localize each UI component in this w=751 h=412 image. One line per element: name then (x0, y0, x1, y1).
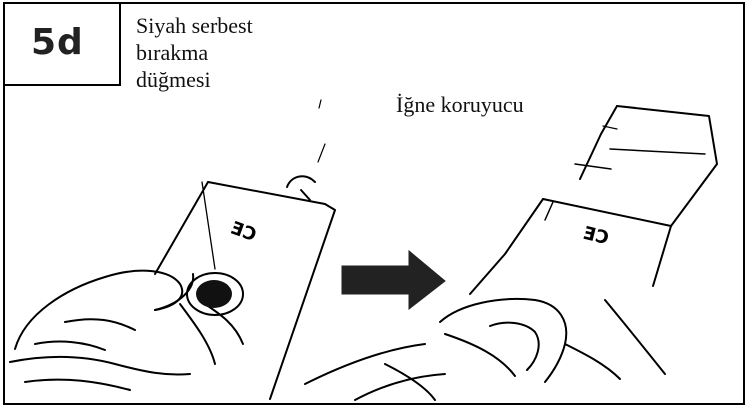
finger-line-right-1 (445, 334, 515, 376)
right-arrow-icon (342, 251, 445, 309)
finger-line-3 (35, 342, 105, 350)
thumb-crease (65, 319, 135, 330)
finger-line-right-2 (305, 344, 425, 384)
release-button-pointer (202, 182, 215, 269)
needle-guard-band-2 (575, 164, 611, 169)
injector-before (10, 100, 335, 399)
pen-cap-detail (301, 190, 310, 200)
pen-body-right-join (545, 202, 553, 220)
thumb-nail-right (490, 323, 539, 370)
pen-body-right-left-edge (470, 199, 543, 294)
pen-body-left-edge (155, 182, 208, 274)
pen-cap-top (287, 176, 315, 187)
instruction-panel: 5d Siyah serbest bırakma düğmesi İğne ko… (3, 2, 745, 405)
hand-palm-line (180, 304, 215, 364)
needle-guard-outline (617, 106, 717, 226)
finger-line-1 (10, 357, 190, 375)
needle-mark-2 (318, 144, 325, 162)
needle-guard-band-1 (610, 149, 705, 154)
finger-line-2 (25, 380, 130, 390)
injector-illustration: CE (5, 4, 743, 403)
release-button-icon (187, 273, 243, 315)
thumb-outline-right (440, 299, 566, 382)
hand-side-right (605, 300, 665, 374)
injector-after (305, 106, 717, 400)
needle-guard-left-edge (580, 106, 617, 179)
hand-side-line (205, 304, 243, 344)
needle-mark-1 (319, 100, 321, 108)
finger-line-right-4 (385, 364, 435, 400)
palm-line-right (565, 344, 620, 379)
ce-marking-right: CE (581, 223, 611, 250)
ce-marking-left: CE (228, 218, 259, 246)
